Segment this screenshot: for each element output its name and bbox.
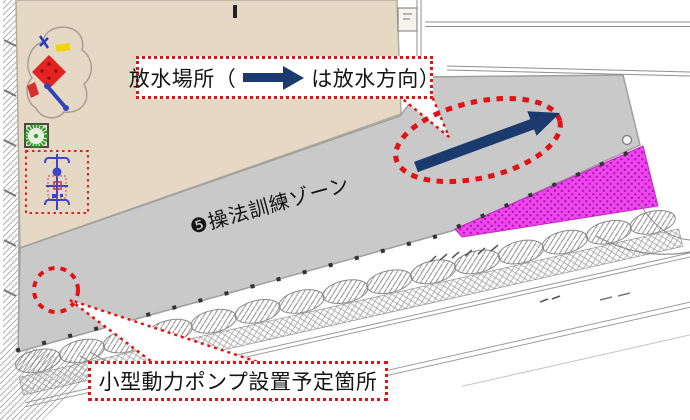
play-structure-icon bbox=[25, 150, 89, 214]
right-arrow-icon bbox=[243, 65, 305, 90]
tree-icon bbox=[24, 123, 49, 148]
gate-mark bbox=[233, 5, 237, 18]
top-roads bbox=[397, 0, 690, 77]
pump-location-marker bbox=[32, 266, 80, 314]
seesaw-icon bbox=[44, 83, 69, 111]
discharge-area-marker bbox=[393, 95, 563, 185]
road-curves bbox=[595, 203, 690, 255]
pump-label-text: 小型動力ポンプ設置予定箇所 bbox=[98, 371, 378, 394]
fence-posts-left bbox=[15, 234, 438, 353]
right-up-arrow-icon bbox=[414, 111, 560, 173]
manhole-icon bbox=[621, 134, 633, 146]
yellow-equipment-icon bbox=[55, 43, 71, 52]
slide-equipment-icon bbox=[27, 55, 66, 98]
discharge-label-prefix: 放水場所（ bbox=[128, 67, 237, 91]
highlight-strip bbox=[454, 145, 659, 238]
blue-star-icon bbox=[38, 35, 50, 49]
discharge-label-box: 放水場所（ は放水方向） bbox=[129, 56, 440, 99]
fence-posts-right bbox=[456, 150, 629, 229]
faint-road-line bbox=[461, 324, 690, 387]
survey-text-marks bbox=[429, 244, 631, 303]
pump-label-box: 小型動力ポンプ設置予定箇所 bbox=[88, 361, 388, 401]
playground-boundary bbox=[26, 26, 92, 119]
discharge-label-suffix: は放水方向） bbox=[311, 67, 441, 91]
